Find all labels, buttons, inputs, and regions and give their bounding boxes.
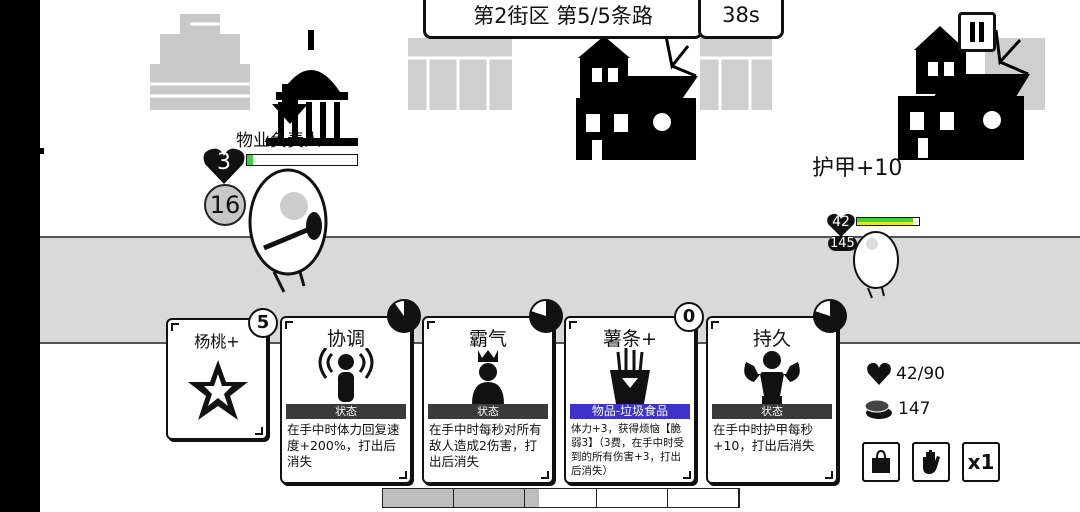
progress-fill — [383, 489, 454, 507]
player-armor-badge: 16 — [204, 184, 246, 226]
cooldown-timer-icon — [387, 299, 421, 333]
stage-progress-bar — [382, 488, 740, 508]
card-corner — [683, 471, 691, 479]
card-tag: 状态 — [712, 404, 832, 419]
down-arrow-icon — [272, 84, 308, 124]
player-character-icon — [248, 168, 328, 293]
player-name: 物业负责人 — [236, 131, 321, 151]
card-corner — [255, 427, 263, 435]
progress-segment — [383, 489, 455, 507]
card-cost-badge: 0 — [674, 302, 704, 332]
card-corner — [427, 321, 435, 329]
progress-fill — [454, 489, 525, 507]
enemy-heart-icon — [827, 213, 855, 237]
deck-card[interactable]: 杨桃+ — [166, 318, 268, 440]
enemy-hp-bar — [856, 217, 920, 226]
timer-text: 38s — [722, 3, 760, 27]
screen-edge-bar — [0, 0, 40, 512]
enemy-shield-value: 145 — [828, 236, 857, 251]
card-tag: 状态 — [428, 404, 548, 419]
hand-card-4[interactable]: 持久 状态 在手中时护甲每秒+10，打出后消失 — [706, 316, 838, 484]
speed-button[interactable]: x1 — [962, 442, 1000, 482]
sphinx-building-icon — [150, 14, 250, 110]
player-heart-icon — [203, 148, 245, 184]
card-description: 在手中时体力回复速度+200%，打出后消失 — [287, 422, 400, 469]
coin-stat: 147 — [864, 398, 930, 420]
hp-stat: 42/90 — [866, 362, 945, 386]
coins-icon — [864, 399, 892, 419]
hand-card-1[interactable]: 协调 状态 在手中时体力回复速度+200%，打出后消失 — [280, 316, 412, 484]
hand-card-3[interactable]: 薯条+ 物品-垃圾食品 体力+3，获得烦恼【脆弱3】（3费，在手中时受到的所有伤… — [564, 316, 696, 484]
coin-value: 147 — [898, 399, 931, 419]
progress-segment — [525, 489, 597, 507]
hp-value: 42/90 — [896, 364, 945, 384]
crowned-person-icon — [472, 350, 504, 404]
location-label: 第2街区 第5/5条路 — [423, 0, 703, 39]
progress-fill — [525, 489, 540, 507]
cooldown-timer-icon — [813, 299, 847, 333]
card-description: 在手中时每秒对所有敌人造成2伤害，打出后消失 — [429, 422, 542, 469]
deck-count-badge: 5 — [248, 308, 278, 338]
speed-label: x1 — [967, 450, 995, 474]
hand-card-2[interactable]: 霸气 状态 在手中时每秒对所有敌人造成2伤害，打出后消失 — [422, 316, 554, 484]
temple-building-icon-2 — [700, 38, 772, 110]
starfruit-icon — [188, 360, 248, 420]
bag-button[interactable] — [862, 442, 900, 482]
card-title: 协调 — [326, 328, 365, 350]
player-heart-value: 3 — [217, 150, 231, 175]
card-tag: 物品-垃圾食品 — [570, 404, 690, 419]
progress-segment — [668, 489, 740, 507]
temple-building-icon — [408, 38, 512, 110]
armor-gain-text: 护甲+10 — [812, 156, 903, 181]
pause-button[interactable] — [958, 12, 996, 52]
discard-hand-button[interactable] — [912, 442, 950, 482]
deck-card-name: 杨桃+ — [194, 332, 240, 351]
player-hp-fill — [247, 155, 253, 165]
cooldown-timer-icon — [529, 299, 563, 333]
card-corner — [541, 471, 549, 479]
card-corner — [399, 471, 407, 479]
location-text: 第2街区 第5/5条路 — [473, 4, 653, 28]
enemy-character-icon — [853, 231, 899, 299]
card-description: 体力+3，获得烦恼【脆弱3】（3费，在手中时受到的所有伤害+3，打出后消失） — [571, 423, 685, 477]
card-title: 持久 — [752, 328, 791, 350]
progress-segment — [454, 489, 526, 507]
enemy-hp-fill — [857, 218, 913, 225]
card-title: 薯条+ — [603, 328, 657, 350]
broadcast-person-icon — [318, 348, 374, 402]
card-corner — [569, 321, 577, 329]
card-tag: 状态 — [286, 404, 406, 419]
bag-icon — [872, 450, 890, 473]
hand-icon — [923, 450, 940, 474]
muscle-icon — [744, 351, 800, 404]
timer-label: 38s — [698, 0, 784, 39]
card-description: 在手中时护甲每秒+10，打出后消失 — [713, 422, 815, 453]
player-hp-bar — [246, 154, 358, 166]
card-corner — [825, 471, 833, 479]
card-title: 霸气 — [468, 328, 507, 350]
haunted-house-icon — [576, 36, 698, 160]
heart-icon — [867, 362, 891, 385]
card-corner — [285, 321, 293, 329]
french-fries-icon — [610, 348, 650, 404]
enemy-heart-value: 42 — [832, 214, 850, 230]
pause-icon — [970, 22, 984, 42]
haunted-house-icon-2 — [898, 26, 1030, 160]
card-corner — [711, 321, 719, 329]
progress-segment — [597, 489, 668, 507]
edge-marker — [36, 148, 44, 154]
card-corner — [171, 323, 179, 331]
